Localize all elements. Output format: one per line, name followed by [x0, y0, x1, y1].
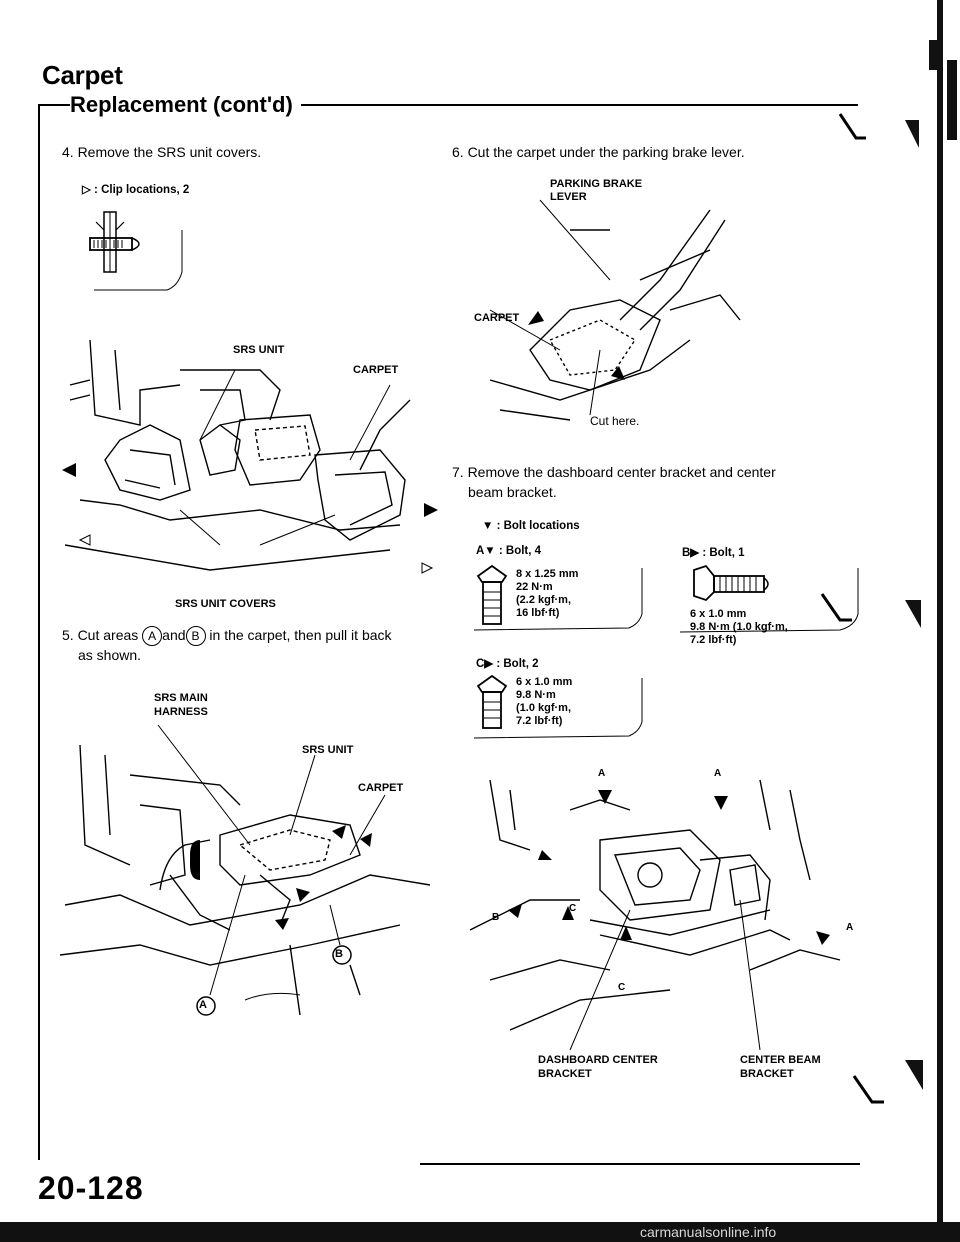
bolt-c-icon [473, 674, 643, 739]
brackets-illustration [469, 779, 841, 1051]
edge-mark-low [852, 1075, 884, 1104]
fig4-callout-a3: A [540, 852, 548, 863]
step-7-text-line2: beam bracket. [468, 484, 557, 500]
step-7-text: 7. Remove the dashboard center bracket a… [452, 464, 776, 480]
bolt-c-label: C▶ : Bolt, 2 [476, 658, 539, 670]
section-subtitle: Replacement (cont'd) [70, 92, 301, 118]
bolt-b-spec: 6 x 1.0 mm 9.8 N·m (1.0 kgf·m, 7.2 lbf·f… [690, 608, 788, 646]
area-a-callout: A [142, 626, 163, 646]
fig4-label-dashboard-center-bracket: DASHBOARD CENTER [538, 1054, 658, 1066]
fig1-label-srs-unit: SRS UNIT [233, 344, 285, 356]
binding-edge [905, 0, 957, 1242]
fig4-label-center-beam-bracket: CENTER BEAM [740, 1054, 821, 1066]
step-4-text: 4. Remove the SRS unit covers. [62, 144, 262, 160]
fig3-label-lever: LEVER [550, 191, 587, 203]
fig4-callout-c2: C [618, 982, 626, 993]
edge-mark-mid [820, 593, 852, 622]
bolt-c-spec: 6 x 1.0 mm 9.8 N·m (1.0 kgf·m, 7.2 lbf·f… [516, 676, 573, 727]
fig3-label-parking-brake: PARKING BRAKE [550, 178, 643, 190]
page-title: Carpet [42, 60, 123, 90]
header-rule [38, 104, 858, 106]
carpet-cut-areas-illustration [59, 724, 431, 1016]
fig4-callout-b: B [492, 912, 500, 923]
step-5-text-line2: as shown. [78, 647, 142, 663]
bolt-a-spec: 8 x 1.25 mm 22 N·m (2.2 kgf·m, 16 lbf·ft… [516, 568, 579, 619]
bolt-a-icon [473, 564, 643, 631]
fig2-label-srs-unit: SRS UNIT [302, 744, 354, 756]
fig4-callout-a4: A [846, 922, 854, 933]
bolt-locations-note: ▼ : Bolt locations [482, 520, 580, 532]
fig2-callout-b: B [335, 948, 343, 960]
clip-locations-note: ▷ : Clip locations, 2 [82, 184, 190, 196]
area-b-callout: B [185, 626, 206, 646]
fig2-label-carpet: CARPET [358, 782, 404, 794]
fig4-callout-a1: A [598, 768, 606, 779]
fig2-callout-a: A [199, 999, 207, 1011]
clip-icon [89, 211, 183, 291]
fig4-label-dashboard-center-bracket-2: BRACKET [538, 1068, 592, 1080]
bottom-rule [420, 1163, 860, 1165]
bolt-b-icon [679, 564, 859, 633]
bolt-a-label: A▼ : Bolt, 4 [476, 545, 542, 557]
fig2-label-srs-main-harness: SRS MAIN [154, 692, 208, 704]
srs-unit-covers-illustration [62, 339, 438, 574]
fig3-label-cut-here: Cut here. [590, 414, 640, 428]
page-number: 20-128 [38, 1170, 144, 1206]
fig3-label-carpet: CARPET [474, 312, 520, 324]
fig4-callout-a2: A [714, 768, 722, 779]
bolt-b-label: B▶ : Bolt, 1 [682, 547, 745, 559]
step-6-text: 6. Cut the carpet under the parking brak… [452, 144, 745, 160]
fig1-label-carpet: CARPET [353, 364, 399, 376]
fig2-label-srs-main-harness-2: HARNESS [154, 706, 208, 718]
footer-watermark: carmanualsonline.info [640, 1224, 777, 1240]
left-margin-rule [38, 105, 40, 1160]
fig1-label-srs-unit-covers: SRS UNIT COVERS [175, 598, 276, 610]
edge-mark-left [838, 113, 866, 140]
parking-brake-illustration [489, 199, 741, 421]
fig4-callout-c1: C [569, 903, 577, 914]
fig4-label-center-beam-bracket-2: BRACKET [740, 1068, 794, 1080]
footer-bar [0, 1222, 960, 1242]
